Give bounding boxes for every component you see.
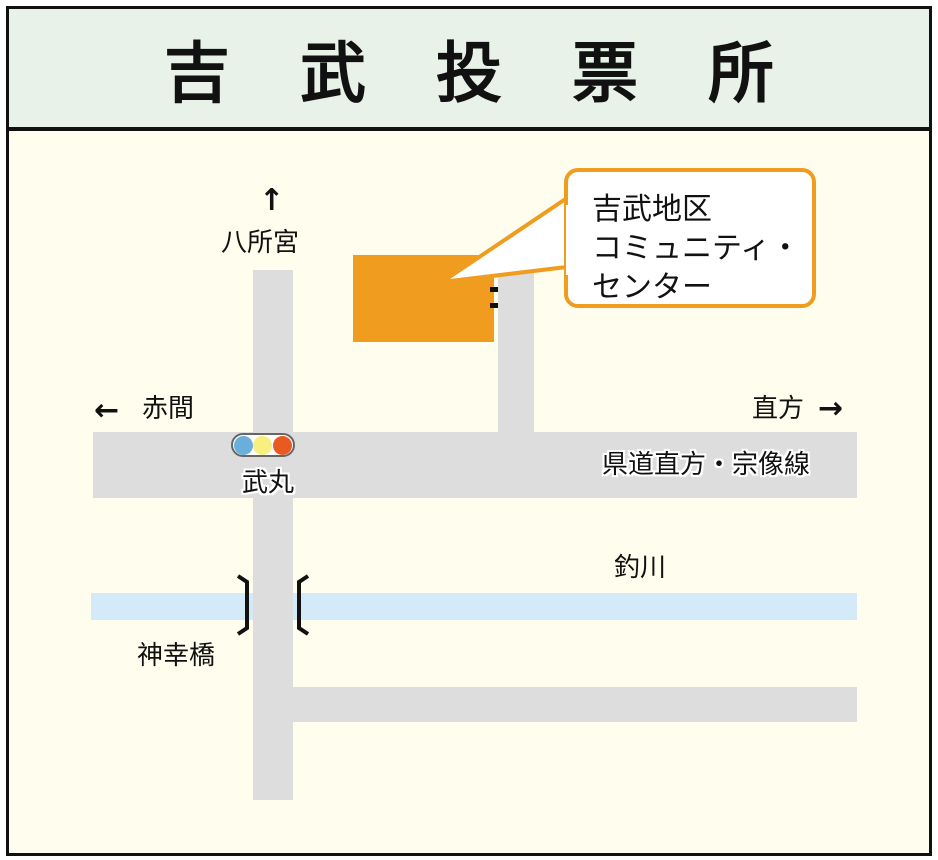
signal-yellow-lamp [253,435,273,455]
entrance-mark [490,287,498,292]
north-arrow-icon: ↑ [259,183,285,218]
west-arrow-icon: ← [94,393,120,428]
page-title: 吉武投票所 [164,35,844,112]
callout-label: 吉武地区 コミュニティ・ センター [592,192,801,305]
west-destination-label: 赤間 [142,394,195,424]
bridge-label: 神幸橋 [137,641,216,671]
river-label: 釣川 [614,553,667,583]
callout-seam [566,205,578,275]
east-arrow-icon: → [818,391,844,426]
north-destination-label: 八所宮 [221,228,300,258]
main-road-label: 県道直方・宗像線 [602,450,811,480]
intersection-label: 武丸 [242,468,295,498]
river [91,593,857,620]
signal-red-lamp [272,435,292,455]
bridge-icon [236,574,310,636]
road-vertical-left [253,270,293,800]
road-lower [293,687,857,722]
bridge-deck [253,580,293,640]
road-to-center [498,268,534,434]
callout-box: 吉武地区 コミュニティ・ センター [564,168,816,308]
traffic-signal-icon [231,433,295,457]
map-frame: 吉武投票所 [6,6,932,856]
signal-blue-lamp [234,435,254,455]
east-destination-label: 直方 [752,394,805,424]
entrance-mark [490,303,498,308]
road-main-horizontal [93,432,857,498]
header: 吉武投票所 [9,9,929,131]
